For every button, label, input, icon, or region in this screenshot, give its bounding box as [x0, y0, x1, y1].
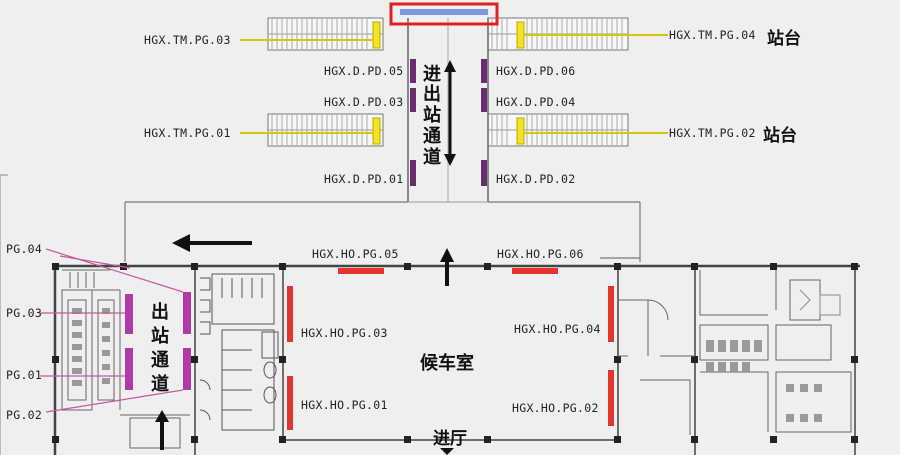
label-tm-pg-02: HGX.TM.PG.02	[669, 126, 756, 140]
label-tm-pg-03: HGX.TM.PG.03	[144, 33, 231, 47]
gate-exit-right-lower	[183, 348, 191, 390]
corridor-walls	[407, 18, 489, 203]
gate-pd-05	[410, 59, 416, 83]
label-pd-05: HGX.D.PD.05	[324, 64, 404, 78]
label-ho-pg-06: HGX.HO.PG.06	[497, 247, 584, 261]
label-pd-06: HGX.D.PD.06	[496, 64, 576, 78]
label-pg-03: PG.03	[6, 306, 43, 320]
concourse-walls	[124, 201, 641, 262]
highlight-gate	[400, 9, 488, 15]
gate-tm-pg-04	[516, 21, 525, 49]
corridor-arrow-icon	[444, 60, 456, 166]
label-pd-04: HGX.D.PD.04	[496, 95, 576, 109]
label-pg-02: PG.02	[6, 408, 43, 422]
gate-tm-pg-02	[516, 117, 525, 145]
gate-ho-pg-04	[608, 286, 614, 342]
label-ho-pg-03: HGX.HO.PG.03	[301, 326, 388, 340]
label-entrance: 进厅	[433, 429, 467, 449]
label-ho-pg-01: HGX.HO.PG.01	[301, 398, 388, 412]
highlight-box	[389, 2, 499, 26]
gate-pd-06	[481, 59, 487, 83]
label-ho-pg-05: HGX.HO.PG.05	[312, 247, 399, 261]
label-pd-02: HGX.D.PD.02	[496, 172, 576, 186]
label-pd-03: HGX.D.PD.03	[324, 95, 404, 109]
label-zhantai-upper: 站台	[767, 29, 801, 49]
gate-exit-left-upper	[125, 294, 133, 334]
gate-ho-pg-05	[338, 268, 384, 274]
gate-tm-pg-03	[372, 21, 381, 49]
gate-pd-02	[481, 160, 487, 186]
entrance-arrow-icon	[440, 448, 454, 455]
bottom-left-arrow-icon	[155, 410, 169, 450]
label-tm-pg-04: HGX.TM.PG.04	[669, 28, 756, 42]
exit-direction-arrow-icon	[172, 234, 252, 252]
gate-ho-pg-06	[512, 268, 558, 274]
label-ho-pg-04: HGX.HO.PG.04	[514, 322, 601, 336]
hall-up-arrow-icon	[440, 248, 454, 286]
label-zhantai-lower: 站台	[763, 126, 797, 146]
label-waiting-room: 候车室	[420, 353, 474, 374]
label-pg-01: PG.01	[6, 368, 43, 382]
gate-pd-03	[410, 88, 416, 112]
gate-tm-pg-01	[372, 117, 381, 145]
gate-ho-pg-02	[608, 370, 614, 426]
label-ho-pg-02: HGX.HO.PG.02	[512, 401, 599, 415]
gate-pd-01	[410, 160, 416, 186]
gate-ho-pg-03	[287, 286, 293, 342]
gate-exit-right-upper	[183, 292, 191, 334]
gate-ho-pg-01	[287, 376, 293, 430]
gate-exit-left-lower	[125, 348, 133, 390]
label-tm-pg-01: HGX.TM.PG.01	[144, 126, 231, 140]
gate-pd-04	[481, 88, 487, 112]
label-pg-04: PG.04	[6, 242, 43, 256]
label-pd-01: HGX.D.PD.01	[324, 172, 404, 186]
